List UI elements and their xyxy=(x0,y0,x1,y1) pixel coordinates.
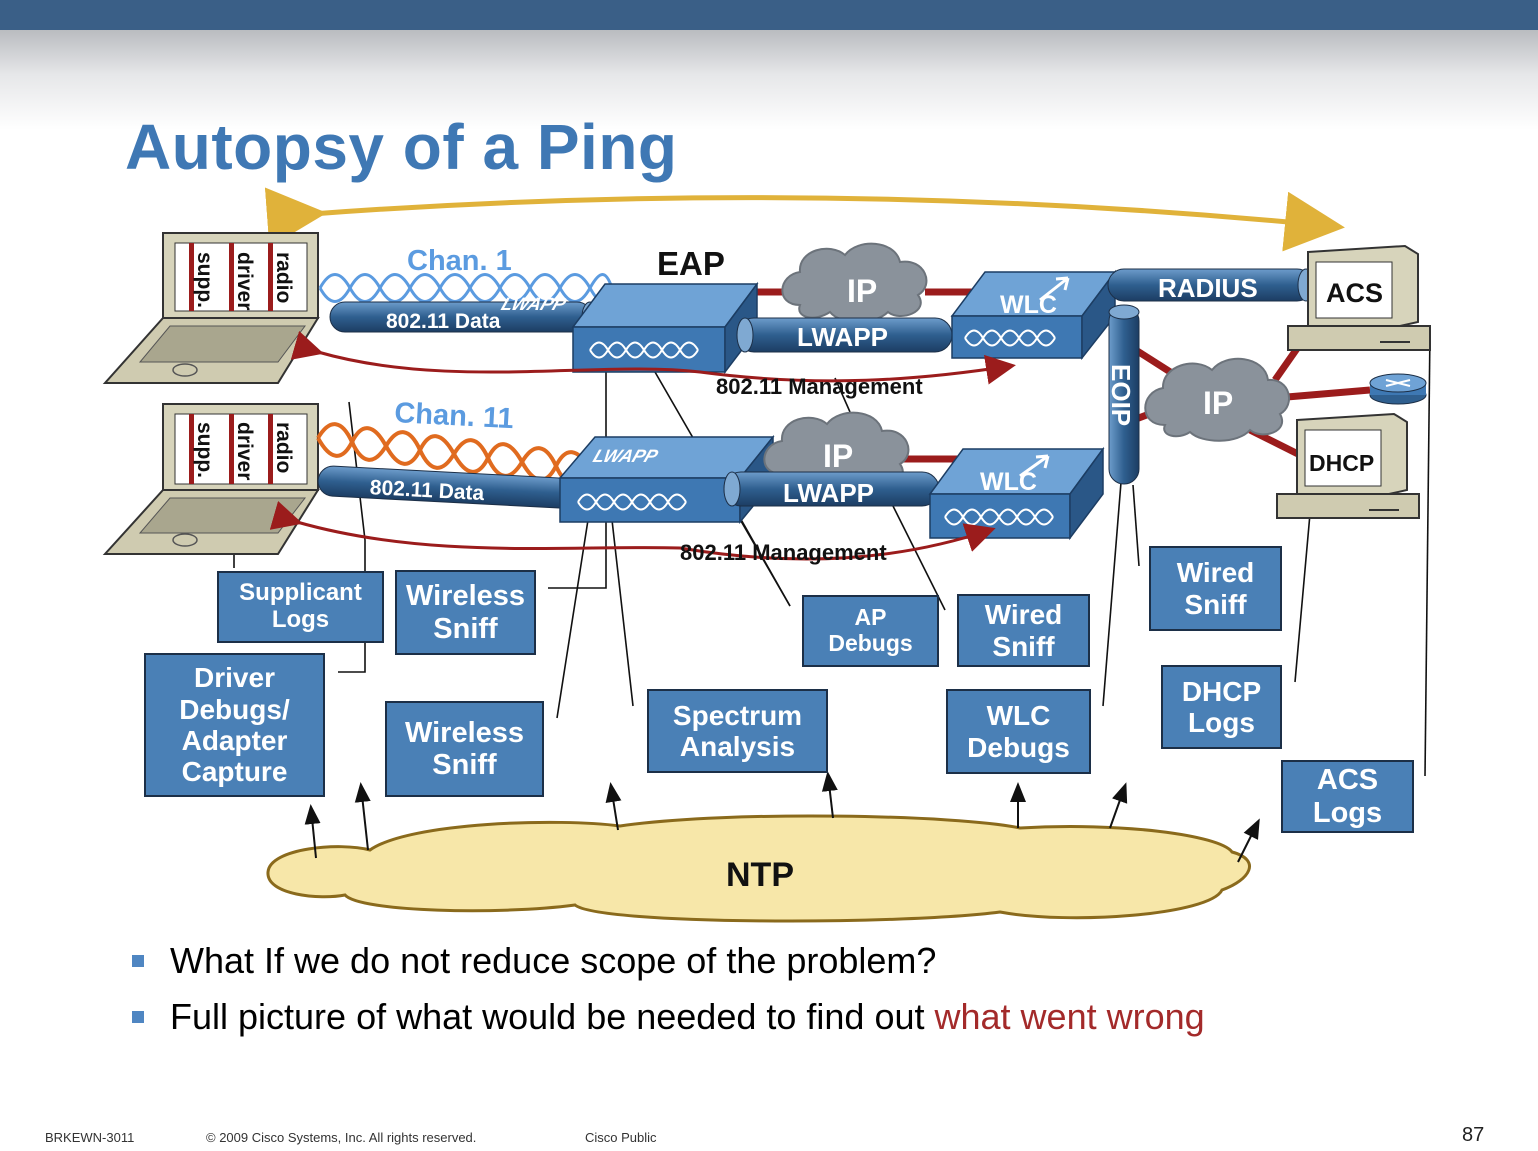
acs-logs-box: ACS Logs xyxy=(1281,760,1414,833)
dhcp-server: DHCP xyxy=(1276,412,1420,519)
dhcp-logs-box: DHCP Logs xyxy=(1161,665,1282,749)
bullet-item-1: What If we do not reduce scope of the pr… xyxy=(130,940,1205,982)
wlc-debugs-box: WLC Debugs xyxy=(946,689,1091,774)
ap-1-label: LWAPP xyxy=(499,294,570,314)
wlc-1: WLC xyxy=(950,269,1117,361)
supplicant-logs-box: Supplicant Logs xyxy=(217,571,384,643)
stack-driver-1: driver xyxy=(233,252,256,310)
wired-sniff-box-1: Wired Sniff xyxy=(957,594,1090,667)
bullet-square-icon xyxy=(132,955,144,967)
eap-label: EAP xyxy=(657,245,725,282)
wlc-1-label: WLC xyxy=(1000,291,1057,319)
wlc-2-label: WLC xyxy=(980,468,1037,496)
channel-11-label: Chan. 11 xyxy=(394,397,515,435)
eoip-tunnel: EOIP xyxy=(1106,304,1140,485)
wired-sniff-box-2: Wired Sniff xyxy=(1149,546,1282,631)
radius-tunnel: RADIUS xyxy=(1107,268,1315,303)
wireless-sniff-box-2: Wireless Sniff xyxy=(385,701,544,797)
eoip-label: EOIP xyxy=(1106,364,1136,426)
bullet-list: What If we do not reduce scope of the pr… xyxy=(130,940,1205,1052)
mgmt-label-1: 802.11 Management xyxy=(716,374,923,399)
channel-1-label: Chan. 1 xyxy=(407,245,512,277)
mgmt-arrow-2 xyxy=(269,500,996,561)
laptop-2: radio driver supp. xyxy=(102,403,320,555)
lwapp-tunnel-2: LWAPP xyxy=(723,471,940,508)
ntp-arrows xyxy=(304,771,1260,863)
slide-title: Autopsy of a Ping xyxy=(125,111,678,183)
stack-supp-1: supp. xyxy=(193,252,216,308)
ip-cloud-3: IP xyxy=(1144,357,1290,442)
data-label-2: 802.11 Data xyxy=(369,476,485,505)
wlc-2: WLC xyxy=(928,446,1105,541)
laptop-1: radio driver supp. xyxy=(102,232,320,384)
mgmt-arrow-1 xyxy=(290,330,1016,385)
stack-radio-1: radio xyxy=(272,252,295,303)
ip-cloud-2-label: IP xyxy=(823,438,853,474)
bullet-text-2: Full picture of what would be needed to … xyxy=(170,996,935,1037)
wireless-sniff-box-1: Wireless Sniff xyxy=(395,570,536,655)
ip-cloud-2: IP xyxy=(763,411,910,492)
ap-debugs-box: AP Debugs xyxy=(802,595,939,667)
footer-session: BRKEWN-3011 xyxy=(45,1130,135,1145)
footer-classification: Cisco Public xyxy=(585,1130,657,1145)
bullet-text-1: What If we do not reduce scope of the pr… xyxy=(170,940,937,981)
eap-arrow xyxy=(264,187,1345,252)
router-icon xyxy=(1369,373,1427,405)
stack-supp-2: supp. xyxy=(193,422,216,478)
lwapp-tunnel-1: LWAPP xyxy=(736,317,953,353)
bullet-square-icon xyxy=(132,1011,144,1023)
ip-cloud-3-label: IP xyxy=(1203,385,1233,421)
driver-debugs-box: Driver Debugs/ Adapter Capture xyxy=(144,653,325,797)
ip-cloud-1: IP xyxy=(781,242,928,323)
header-gradient xyxy=(0,30,1538,130)
ntp-cloud: NTP xyxy=(266,814,1251,923)
lwapp-tunnel-1-label: LWAPP xyxy=(797,322,888,352)
acs-label: ACS xyxy=(1326,278,1383,308)
data-tube-2: 802.11 Data xyxy=(317,465,587,510)
stack-radio-2: radio xyxy=(272,422,295,473)
lwapp-tunnel-2-label: LWAPP xyxy=(783,478,874,508)
spectrum-analysis-box: Spectrum Analysis xyxy=(647,689,828,773)
bullet-highlight: what went wrong xyxy=(934,996,1205,1037)
radius-label: RADIUS xyxy=(1158,273,1258,303)
acs-server: ACS xyxy=(1287,244,1431,351)
ip-cloud-1-label: IP xyxy=(847,273,877,309)
dhcp-label: DHCP xyxy=(1309,450,1374,476)
rf-wave-chan1 xyxy=(318,273,614,303)
bullet-item-2: Full picture of what would be needed to … xyxy=(130,996,1205,1038)
mgmt-label-2: 802.11 Management xyxy=(680,540,887,565)
top-bar xyxy=(0,0,1538,30)
ap-2-label: LWAPP xyxy=(590,446,661,466)
footer-copyright: © 2009 Cisco Systems, Inc. All rights re… xyxy=(206,1130,477,1145)
stack-driver-2: driver xyxy=(233,422,256,480)
data-label-1: 802.11 Data xyxy=(386,310,501,333)
page-number: 87 xyxy=(1462,1124,1485,1146)
ntp-label: NTP xyxy=(726,856,794,894)
